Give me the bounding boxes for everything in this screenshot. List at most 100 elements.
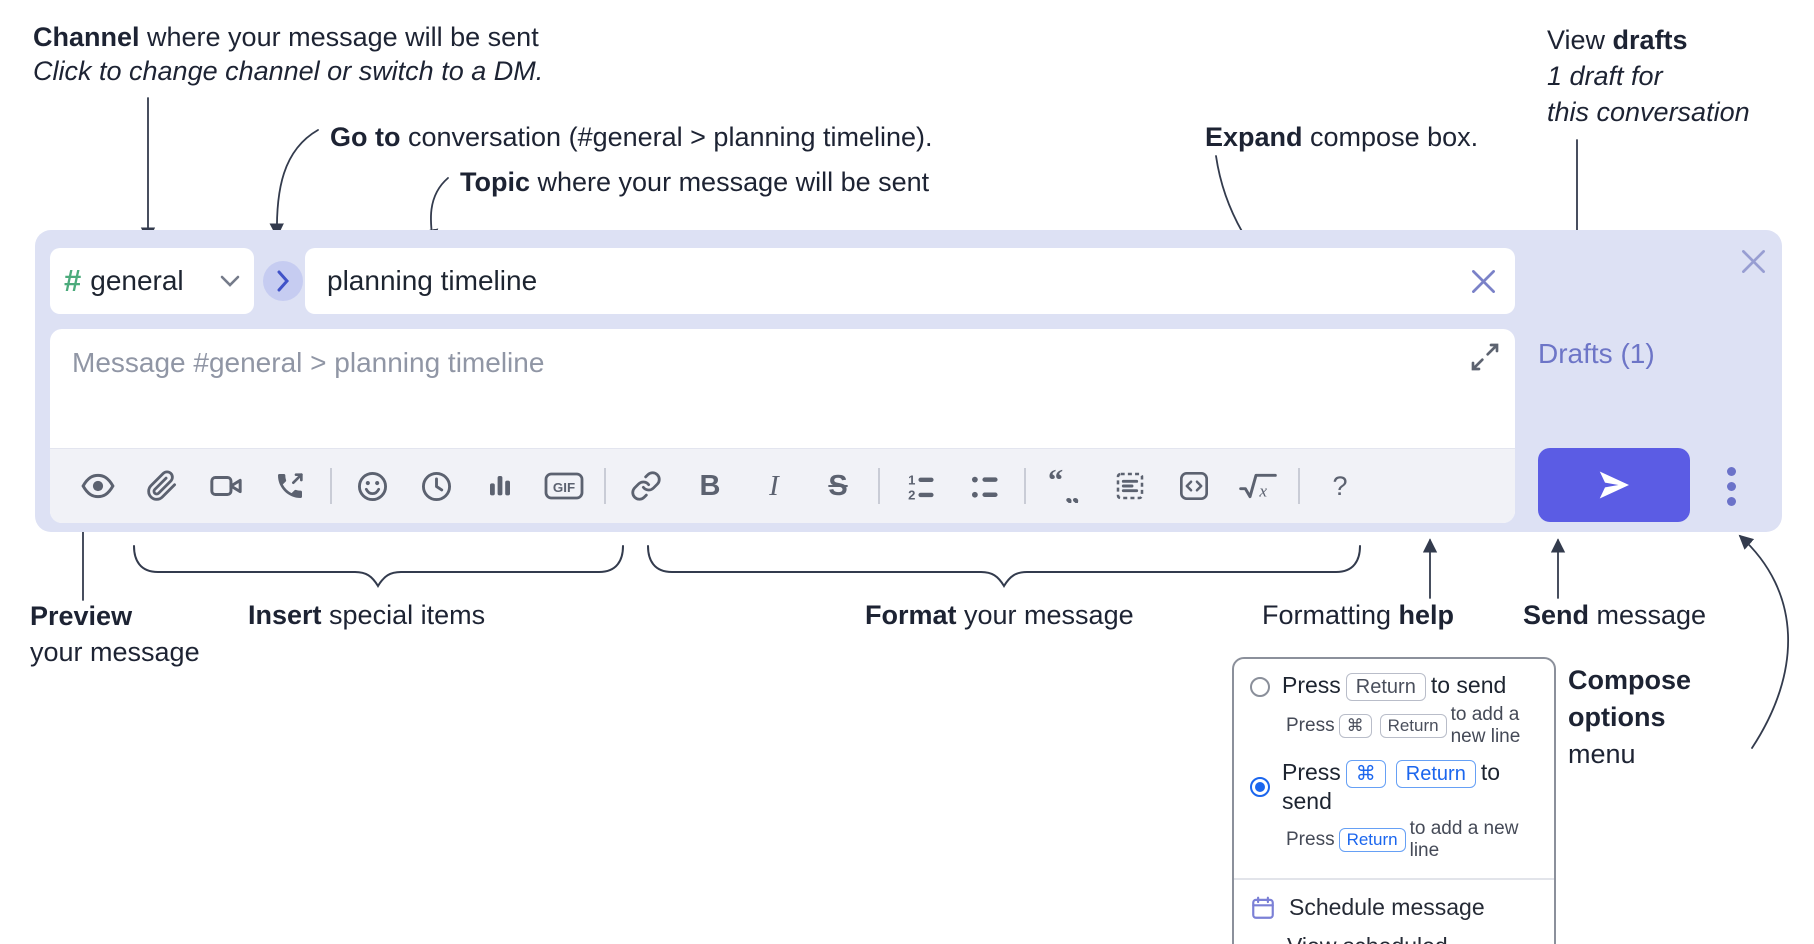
- return-keycap: Return: [1395, 760, 1476, 788]
- annotation-topic: Topic where your message will be sent: [460, 165, 929, 199]
- annotation-formatting-help: Formatting help: [1262, 598, 1454, 632]
- calendar-icon: [1252, 896, 1274, 919]
- annotation-compose-options-line1: Compose: [1568, 665, 1692, 695]
- return-keycap: Return: [1338, 828, 1406, 852]
- emoji-icon[interactable]: [340, 458, 404, 514]
- return-keycap: Return: [1345, 673, 1426, 701]
- svg-text:“: “: [1048, 469, 1063, 497]
- annotation-compose-options: Compose options menu: [1568, 662, 1691, 773]
- topic-input-wrap: [305, 248, 1515, 314]
- radio-unselected[interactable]: [1250, 676, 1270, 697]
- formatting-help-icon[interactable]: ?: [1332, 470, 1348, 501]
- annotation-view-drafts-pre: View: [1547, 25, 1613, 55]
- dot: [1726, 466, 1736, 476]
- annotation-format-rest: your message: [956, 600, 1134, 630]
- annotation-goto-bold: Go to: [330, 122, 401, 152]
- return-keycap: Return: [1379, 714, 1447, 738]
- channel-name: general: [90, 265, 184, 296]
- annotation-compose-options-line3: menu: [1568, 739, 1636, 769]
- annotation-format-bold: Format: [865, 600, 957, 630]
- menu-item-view-scheduled[interactable]: View scheduled messages: [1234, 927, 1554, 944]
- video-icon[interactable]: [194, 458, 258, 514]
- strikethrough-icon[interactable]: S: [828, 469, 848, 502]
- channel-hash-icon: #: [64, 263, 82, 298]
- go-to-conversation-button[interactable]: [263, 261, 303, 301]
- annotation-send-bold: Send: [1523, 600, 1590, 630]
- toolbar-divider: [330, 468, 332, 504]
- expand-icon[interactable]: [1469, 341, 1501, 373]
- code-block-icon[interactable]: [1098, 458, 1162, 514]
- send-plane-icon: [1599, 471, 1629, 499]
- link-icon[interactable]: [614, 458, 678, 514]
- annotation-goto-rest: conversation (#general > planning timeli…: [400, 122, 933, 152]
- message-card: Message #general > planning timeline: [50, 329, 1515, 523]
- radio-selected[interactable]: [1250, 777, 1270, 797]
- clear-topic-icon[interactable]: [1470, 268, 1497, 295]
- annotation-expand-bold: Expand: [1205, 122, 1303, 152]
- annotation-preview: Preview your message: [30, 598, 200, 670]
- poll-chart-icon[interactable]: [468, 458, 532, 514]
- svg-text:x: x: [1258, 482, 1267, 501]
- annotation-preview-bold: Preview: [30, 601, 133, 631]
- schedule-clock-icon[interactable]: [404, 458, 468, 514]
- annotation-channel: Channel where your message will be sent: [33, 20, 539, 54]
- audio-call-icon[interactable]: [258, 458, 322, 514]
- annotation-expand: Expand compose box.: [1205, 120, 1478, 154]
- annotation-help-pre: Formatting: [1262, 600, 1399, 630]
- send-button[interactable]: [1538, 448, 1690, 522]
- annotation-channel-sub: Click to change channel or switch to a D…: [33, 56, 544, 86]
- channel-selector[interactable]: # general: [50, 248, 254, 314]
- annotation-compose-options-line2: options: [1568, 702, 1666, 732]
- annotation-channel-bold: Channel: [33, 22, 140, 52]
- topic-input[interactable]: [325, 264, 1470, 298]
- bulleted-list-icon[interactable]: [952, 458, 1016, 514]
- cmd-keycap: ⌘: [1338, 714, 1372, 738]
- cmd-keycap: ⌘: [1345, 760, 1386, 788]
- annotation-help-bold: help: [1398, 600, 1455, 630]
- annotation-view-drafts: View drafts 1 draft for this conversatio…: [1547, 22, 1750, 130]
- italic-icon[interactable]: I: [769, 469, 779, 502]
- gif-icon[interactable]: GIF: [532, 458, 596, 514]
- preview-eye-icon[interactable]: [66, 458, 130, 514]
- toolbar-divider: [878, 468, 880, 504]
- toolbar-divider: [604, 468, 606, 504]
- annotation-insert: Insert special items: [248, 598, 485, 632]
- annotation-channel-rest: where your message will be sent: [139, 22, 539, 52]
- compose-box: # general Message #general > planning ti…: [35, 230, 1782, 532]
- inline-code-icon[interactable]: [1162, 458, 1226, 514]
- close-compose-icon[interactable]: [1740, 248, 1767, 275]
- toolbar-divider: [1024, 468, 1026, 504]
- drafts-link[interactable]: Drafts (1): [1538, 338, 1655, 369]
- annotation-send: Send message: [1523, 598, 1706, 632]
- dot: [1726, 496, 1736, 506]
- annotation-view-drafts-line2: 1 draft for: [1547, 61, 1663, 91]
- bold-icon[interactable]: B: [699, 469, 721, 502]
- menu-item-label: Schedule message: [1289, 894, 1485, 920]
- toolbar-divider: [1298, 468, 1300, 504]
- chevron-down-icon: [220, 275, 240, 287]
- svg-text:„: „: [1065, 476, 1080, 503]
- formula-icon[interactable]: x: [1226, 458, 1290, 514]
- annotation-send-rest: message: [1589, 600, 1707, 630]
- svg-text:GIF: GIF: [553, 480, 575, 495]
- svg-text:1: 1: [908, 472, 915, 487]
- menu-item-schedule-message[interactable]: Schedule message: [1234, 888, 1554, 927]
- annotation-insert-rest: special items: [321, 600, 486, 630]
- compose-options-button[interactable]: [1711, 466, 1751, 506]
- chevron-right-icon: [277, 270, 290, 292]
- annotation-expand-rest: compose box.: [1302, 122, 1479, 152]
- blockquote-icon[interactable]: “„: [1034, 458, 1098, 514]
- message-input[interactable]: Message #general > planning timeline: [72, 347, 545, 378]
- attach-paperclip-icon[interactable]: [130, 458, 194, 514]
- annotation-preview-line2: your message: [30, 637, 200, 667]
